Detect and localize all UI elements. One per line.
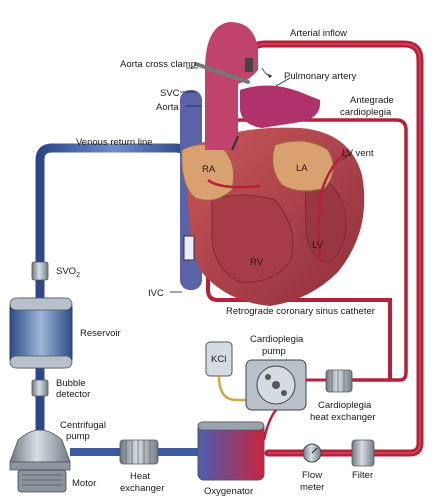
label-antegrade-1: Antegrade	[350, 95, 394, 106]
aorta	[205, 22, 258, 150]
label-rv: RV	[250, 257, 264, 268]
venous-cannula	[183, 235, 195, 261]
label-aorta-cross-clamp: Aorta cross clamp	[120, 59, 196, 70]
kcl-bag	[205, 341, 258, 402]
label-retrograde: Retrograde coronary sinus catheter	[226, 306, 375, 317]
label-oxygenator: Oxygenator	[204, 486, 253, 497]
label-antegrade-2: cardioplegia	[340, 107, 392, 118]
label-pulmonary-artery: Pulmonary artery	[284, 71, 357, 82]
label-reservoir: Reservoir	[80, 328, 121, 339]
label-centrifugal-2: pump	[66, 431, 90, 442]
label-flow-2: meter	[300, 482, 324, 493]
label-svo2-main: SVO	[56, 266, 76, 277]
oxygenator	[197, 421, 265, 481]
label-flow-1: Flow	[302, 470, 322, 481]
retrograde-catheter-line	[206, 180, 392, 380]
label-svc: SVC	[160, 88, 180, 99]
label-filter: Filter	[352, 470, 373, 481]
label-lv-vent: LV vent	[342, 148, 374, 159]
reservoir	[9, 297, 73, 369]
heart	[180, 22, 365, 306]
label-la: LA	[296, 163, 308, 174]
left-atrium	[272, 140, 334, 192]
label-cardioplegia-pump-1: Cardioplegia	[250, 334, 304, 345]
label-centrifugal-1: Centrifugal	[60, 420, 106, 431]
label-bubble-2: detector	[56, 389, 90, 400]
label-cardioplegia-pump-2: pump	[262, 346, 286, 357]
pulmonary-artery	[240, 85, 321, 128]
cardioplegia-heat-exchanger	[325, 369, 353, 393]
centrifugal-pump	[9, 429, 71, 471]
bubble-detector	[31, 379, 49, 397]
label-bubble-1: Bubble	[56, 378, 86, 389]
label-cardioplegia-hx-1: Cardioplegia	[318, 400, 372, 411]
heat-exchanger	[119, 439, 159, 465]
label-cardioplegia-hx-2: heat exchanger	[310, 412, 376, 423]
label-aorta: Aorta	[156, 102, 179, 113]
svo2-sensor	[31, 261, 49, 281]
label-ra: RA	[202, 164, 216, 175]
label-motor: Motor	[72, 478, 96, 489]
label-ivc: IVC	[148, 288, 164, 299]
arterial-filter	[351, 439, 375, 467]
label-svo2: SVO2	[56, 266, 80, 279]
label-svo2-sub: 2	[76, 272, 80, 279]
aorta-cross-clamp	[194, 62, 250, 84]
label-arterial-inflow: Arterial inflow	[290, 28, 347, 39]
label-heat-1: Heat	[130, 471, 150, 482]
left-ventricle	[304, 174, 347, 263]
label-venous-return-line: Venous return line	[76, 137, 153, 148]
label-lv: LV	[312, 240, 324, 251]
motor	[17, 469, 67, 493]
lv-vent-catheter	[317, 149, 349, 261]
cardioplegia-pump	[245, 359, 307, 411]
right-ventricle	[211, 194, 294, 283]
label-kcl: KCl	[211, 354, 226, 365]
label-heat-2: exchanger	[120, 483, 164, 494]
